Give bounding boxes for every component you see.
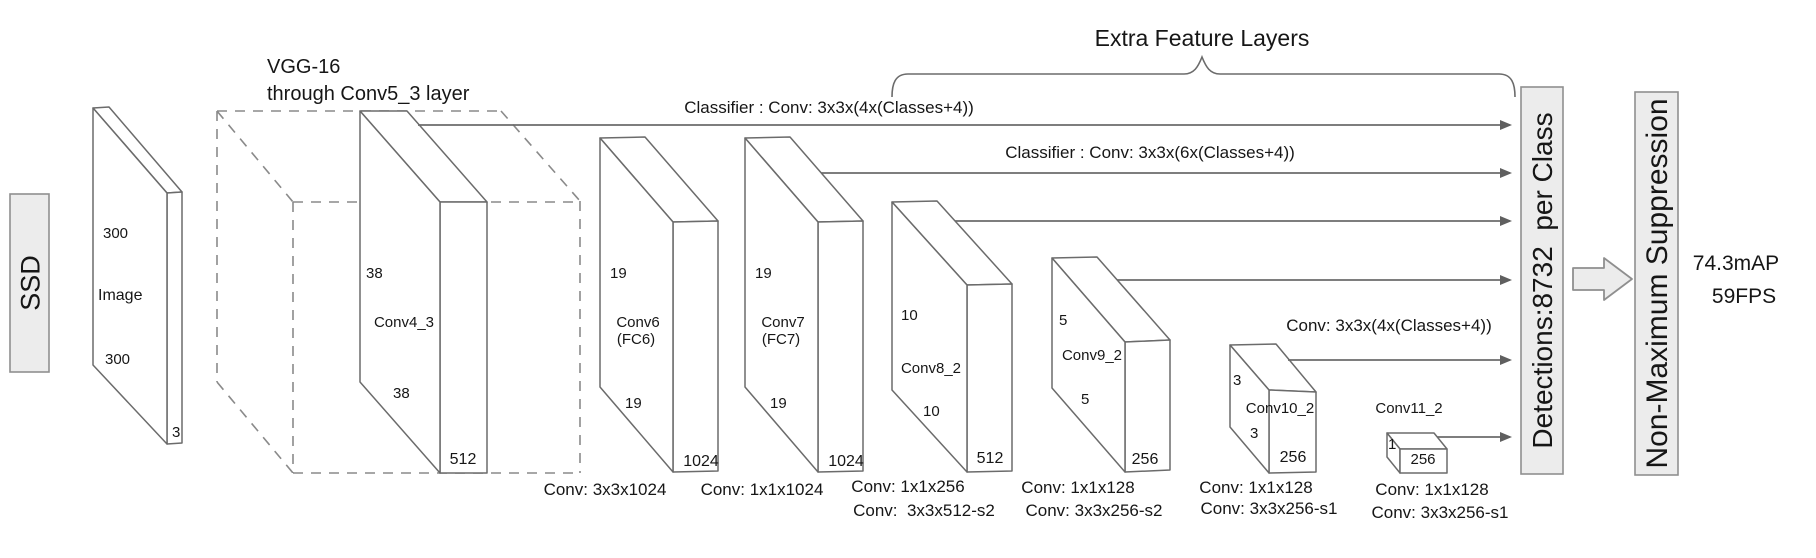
conv6-slab: 19 Conv6 (FC6) 19 1024 [599, 136, 719, 473]
conv6-height-label: 19 [610, 265, 627, 282]
conv10_2-name-label: Conv10_2 [1246, 400, 1314, 417]
conv6-subname-label: (FC6) [617, 331, 655, 348]
conv10_2-depth-label: 256 [1280, 449, 1307, 466]
vgg-title-line1: VGG-16 [267, 56, 340, 78]
input-name-label: Image [98, 287, 143, 304]
conv8_2-name-label: Conv8_2 [901, 360, 961, 377]
conv7-slab: 19 Conv7 (FC7) 19 1024 [744, 136, 864, 473]
conv8_2-front-face [891, 201, 968, 473]
conv4_3-depth-label: 512 [450, 451, 477, 468]
ssd-model-box: SSD [9, 193, 50, 373]
classifier1-label: Classifier : Conv: 3x3x(4x(Classes+4)) [684, 98, 974, 117]
conv11_2-box: Conv11_2 1 256 [1375, 400, 1448, 474]
nms-label: Non-Maximum Suppression [1641, 98, 1674, 468]
conv9_2-op1-label: Conv: 1x1x128 [1021, 478, 1134, 497]
classifier2-label: Classifier : Conv: 3x3x(6x(Classes+4)) [1005, 143, 1295, 162]
extra-feature-layers-brace [891, 54, 1516, 98]
conv8_2-op2-label: Conv: 3x3x512-s2 [853, 501, 995, 520]
input-slab-front-face [92, 107, 168, 445]
detections-to-nms-arrow-icon [1572, 257, 1633, 301]
vgg-dashed-box: VGG-16 through Conv5_3 layer [216, 56, 581, 474]
prediction-arrows [418, 120, 1512, 442]
conv6-side-face [672, 220, 719, 473]
conv11_2-name-label: Conv11_2 [1375, 400, 1442, 417]
conv6-op1-label: Conv: 3x3x1024 [544, 480, 667, 499]
classifier3-label: Conv: 3x3x(4x(Classes+4)) [1286, 316, 1492, 335]
input-slab-side-face [166, 191, 183, 445]
nms-box-rect [1634, 91, 1679, 476]
input-depth-label: 3 [172, 424, 180, 441]
conv10_2-width-label: 3 [1250, 425, 1258, 442]
conv10_2-front-face [1229, 344, 1270, 474]
conv8_2-width-label: 10 [923, 403, 940, 420]
conv4_3-slab: 38 Conv4_3 38 512 [359, 110, 488, 474]
conv4_3-name-label: Conv4_3 [374, 314, 434, 331]
conv7-op1-label: Conv: 1x1x1024 [701, 480, 824, 499]
conv4_3-side-face [439, 201, 488, 474]
input-width-label: 300 [105, 351, 130, 368]
conv9_2-depth-label: 256 [1132, 451, 1159, 468]
vgg-dashed-outline [216, 110, 581, 474]
conv6-name-label: Conv6 [616, 314, 659, 331]
vgg-title-line2: through Conv5_3 layer [267, 83, 470, 105]
conv7-width-label: 19 [770, 395, 787, 412]
conv9_2-width-label: 5 [1081, 391, 1089, 408]
conv8_2-side-face [966, 283, 1013, 473]
conv10_2-op2-label: Conv: 3x3x256-s1 [1200, 499, 1337, 518]
conv9_2-slab: 5 Conv9_2 5 256 [1051, 256, 1171, 473]
conv8_2-slab: 10 Conv8_2 10 512 [891, 200, 1013, 473]
conv11_2-height-label: 1 [1388, 436, 1396, 453]
ssd-model-label: SSD [16, 255, 46, 311]
conv4_3-height-label: 38 [366, 265, 383, 282]
conv6-width-label: 19 [625, 395, 642, 412]
extra-feature-layers-title: Extra Feature Layers [1095, 25, 1310, 51]
conv9_2-front-face [1051, 257, 1126, 473]
conv11_2-front-face [1399, 448, 1448, 474]
conv7-side-face [817, 220, 864, 473]
conv7-subname-label: (FC7) [762, 331, 800, 348]
fps-result-label: 59FPS [1712, 285, 1776, 308]
conv10_2-op1-label: Conv: 1x1x128 [1199, 478, 1312, 497]
conv11_2-op2-label: Conv: 3x3x256-s1 [1371, 503, 1508, 522]
conv9_2-name-label: Conv9_2 [1062, 347, 1122, 364]
conv9_2-op2-label: Conv: 3x3x256-s2 [1025, 501, 1162, 520]
ssd-box-rect [9, 193, 50, 373]
detections-box-rect [1520, 86, 1564, 475]
conv11_2-depth-label: 256 [1410, 451, 1435, 468]
detections-box: Detections:8732 per Class [1520, 86, 1564, 475]
result-metrics: 74.3mAP 59FPS [1693, 252, 1779, 308]
input-image-slab: 300 Image 300 3 [92, 106, 183, 445]
conv7-front-face [744, 137, 819, 473]
conv4_3-front-face [359, 110, 441, 474]
conv7-height-label: 19 [755, 265, 772, 282]
conv6-front-face [599, 137, 674, 473]
nms-box: Non-Maximum Suppression [1634, 91, 1679, 476]
map-result-label: 74.3mAP [1693, 252, 1779, 275]
conv8_2-op1-label: Conv: 1x1x256 [851, 477, 964, 496]
conv10_2-height-label: 3 [1233, 372, 1241, 389]
conv9_2-height-label: 5 [1059, 312, 1067, 329]
extra-feature-layers-group: Extra Feature Layers [891, 25, 1516, 98]
conv8_2-depth-label: 512 [977, 450, 1004, 467]
conv-op-annotations: Conv: 3x3x1024 Conv: 1x1x1024 Conv: 1x1x… [544, 477, 1509, 522]
conv7-depth-label: 1024 [828, 453, 864, 470]
conv11_2-op1-label: Conv: 1x1x128 [1375, 480, 1488, 499]
conv4_3-width-label: 38 [393, 385, 410, 402]
detections-label: Detections:8732 per Class [1527, 112, 1558, 448]
conv8_2-height-label: 10 [901, 307, 918, 324]
conv6-depth-label: 1024 [683, 453, 719, 470]
conv10_2-slab: 3 Conv10_2 3 256 [1229, 343, 1317, 474]
input-height-label: 300 [103, 225, 128, 242]
conv7-name-label: Conv7 [761, 314, 804, 331]
